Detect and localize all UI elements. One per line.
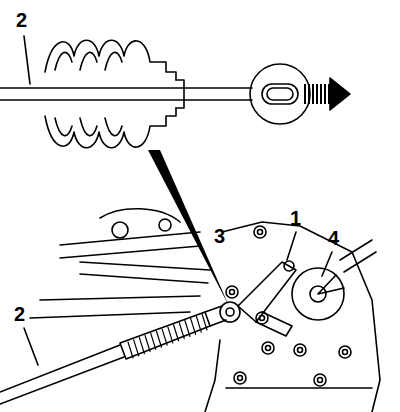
callout-number: 2 [16, 10, 27, 30]
callout-number: 1 [290, 208, 301, 228]
callout-number: 2 [14, 304, 25, 324]
callout-number: 4 [328, 228, 339, 248]
callout-number: 3 [214, 226, 225, 246]
